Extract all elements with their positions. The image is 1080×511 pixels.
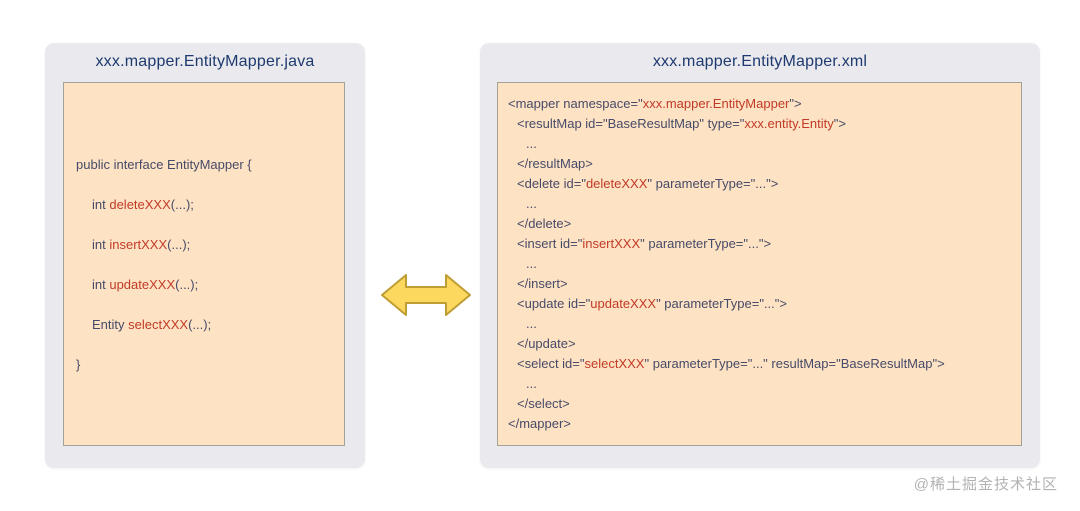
xml-mapper-panel: xxx.mapper.EntityMapper.xml <mapper name…	[480, 43, 1040, 468]
code-line: <insert id="insertXXX" parameterType="..…	[517, 236, 772, 251]
code-line: ...	[526, 376, 537, 391]
code-line: ...	[526, 316, 537, 331]
code-line: public interface EntityMapper {	[76, 157, 252, 172]
code-line: <delete id="deleteXXX" parameterType="..…	[517, 176, 779, 191]
code-line: <update id="updateXXX" parameterType="..…	[517, 296, 787, 311]
code-line: Entity selectXXX(...);	[92, 317, 212, 332]
watermark: @稀土掘金技术社区	[913, 476, 1058, 493]
code-line: int deleteXXX(...);	[92, 197, 194, 212]
code-line: int updateXXX(...);	[92, 277, 199, 292]
code-line: int insertXXX(...);	[92, 237, 191, 252]
xml-code-box: <mapper namespace="xxx.mapper.EntityMapp…	[497, 82, 1022, 446]
double-arrow-icon	[381, 274, 471, 316]
code-line: </resultMap>	[517, 156, 593, 171]
code-line: ...	[526, 196, 537, 211]
code-line: </mapper>	[508, 416, 571, 431]
code-line: </insert>	[517, 276, 568, 291]
java-code-box: public interface EntityMapper { int delet…	[63, 82, 345, 446]
code-line: <mapper namespace="xxx.mapper.EntityMapp…	[508, 96, 802, 111]
code-line: </delete>	[517, 216, 572, 231]
java-mapper-panel: xxx.mapper.EntityMapper.java public inte…	[45, 43, 365, 468]
code-line: }	[76, 357, 81, 372]
code-line: <select id="selectXXX" parameterType="..…	[517, 356, 945, 371]
code-line: ...	[526, 256, 537, 271]
code-line: </select>	[517, 396, 570, 411]
code-line: <resultMap id="BaseResultMap" type="xxx.…	[517, 116, 846, 131]
code-line: ...	[526, 136, 537, 151]
code-line: </update>	[517, 336, 576, 351]
java-mapper-panel-title: xxx.mapper.EntityMapper.java	[95, 53, 315, 70]
xml-mapper-panel-title: xxx.mapper.EntityMapper.xml	[652, 53, 868, 70]
